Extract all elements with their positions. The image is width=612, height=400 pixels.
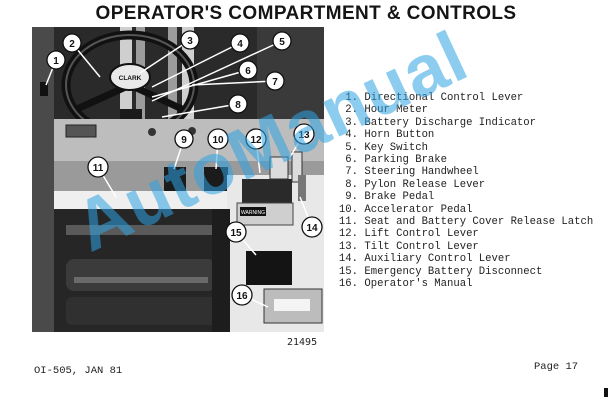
callout-9 <box>174 129 194 149</box>
directional-lever-icon <box>40 82 48 96</box>
auxiliary-lever-icon <box>298 175 306 201</box>
callout-1-label: 1 <box>53 56 59 67</box>
callout-4 <box>230 33 250 53</box>
legend-item: 3. Battery Discharge Indicator <box>345 116 537 129</box>
brake-pedal-icon <box>164 167 186 195</box>
controls-legend: 1. Directional Control Lever 2. Hour Met… <box>332 92 593 291</box>
callout-14 <box>301 216 323 238</box>
callout-7-label: 7 <box>272 77 278 88</box>
callout-3-label: 3 <box>187 36 193 47</box>
callout-6 <box>238 60 258 80</box>
lift-lever-icon <box>269 156 289 180</box>
callout-15 <box>225 221 247 243</box>
horn-button-icon <box>109 63 151 91</box>
edge-mark <box>604 388 608 397</box>
page-number: Page 17 <box>534 361 579 373</box>
legend-item: 1. Directional Control Lever <box>345 92 524 104</box>
callout-12-label: 12 <box>250 135 262 146</box>
callout-16 <box>231 284 253 306</box>
legend-item: 16. Operator's Manual <box>338 278 473 291</box>
callout-10 <box>207 128 229 150</box>
callout-11 <box>87 156 109 178</box>
callout-6-label: 6 <box>245 66 251 77</box>
callout-3 <box>180 30 200 50</box>
callout-9-label: 9 <box>181 135 187 146</box>
document-code: OI-505, JAN 81 <box>34 365 123 377</box>
callout-14-label: 14 <box>306 223 318 234</box>
legend-item: 5. Key Switch <box>345 141 428 154</box>
legend-item: 12. Lift Control Lever <box>338 228 479 241</box>
callout-8-label: 8 <box>235 100 241 111</box>
legend-item: 11. Seat and Battery Cover Release Latch <box>338 216 594 229</box>
svg-text:WARNING: WARNING <box>241 210 265 216</box>
callout-12 <box>245 128 267 150</box>
legend-item: 2. Hour Meter <box>345 104 428 117</box>
hour-meter-icon <box>66 125 96 137</box>
operators-manual-icon <box>263 288 323 324</box>
callout-16-label: 16 <box>236 291 248 302</box>
callout-15-label: 15 <box>230 228 242 239</box>
photo-number: 21495 <box>287 337 318 348</box>
callout-11-label: 11 <box>93 163 104 174</box>
legend-item: 15. Emergency Battery Disconnect <box>338 265 543 278</box>
page-title: OPERATOR'S COMPARTMENT & CONTROLS <box>95 3 517 24</box>
legend-item: 9. Brake Pedal <box>345 191 435 204</box>
warning-plate <box>240 207 266 216</box>
callout-1 <box>46 50 66 70</box>
legend-item: 7. Steering Handwheel <box>345 166 479 179</box>
callout-7 <box>265 71 285 91</box>
callout-5 <box>272 31 292 51</box>
legend-item: 6. Parking Brake <box>345 154 448 167</box>
battery-disconnect-icon <box>246 251 292 285</box>
legend-item: 4. Horn Button <box>345 129 435 142</box>
legend-item: 8. Pylon Release Lever <box>345 178 486 191</box>
callout-2-label: 2 <box>69 39 75 50</box>
legend-item: 14. Auxiliary Control Lever <box>338 253 511 266</box>
operator-compartment-photo: CLARK WARNING <box>32 27 324 332</box>
legend-item: 10. Accelerator Pedal <box>338 203 473 216</box>
callout-4-label: 4 <box>237 39 243 50</box>
callout-2 <box>62 33 82 53</box>
callout-5-label: 5 <box>279 37 285 48</box>
svg-text:CLARK: CLARK <box>119 75 142 82</box>
callout-13-label: 13 <box>298 130 310 141</box>
callout-10-label: 10 <box>212 135 224 146</box>
callout-13 <box>293 123 315 145</box>
legend-item: 13. Tilt Control Lever <box>338 240 479 253</box>
callout-8 <box>228 94 248 114</box>
tilt-lever-icon <box>291 151 303 183</box>
